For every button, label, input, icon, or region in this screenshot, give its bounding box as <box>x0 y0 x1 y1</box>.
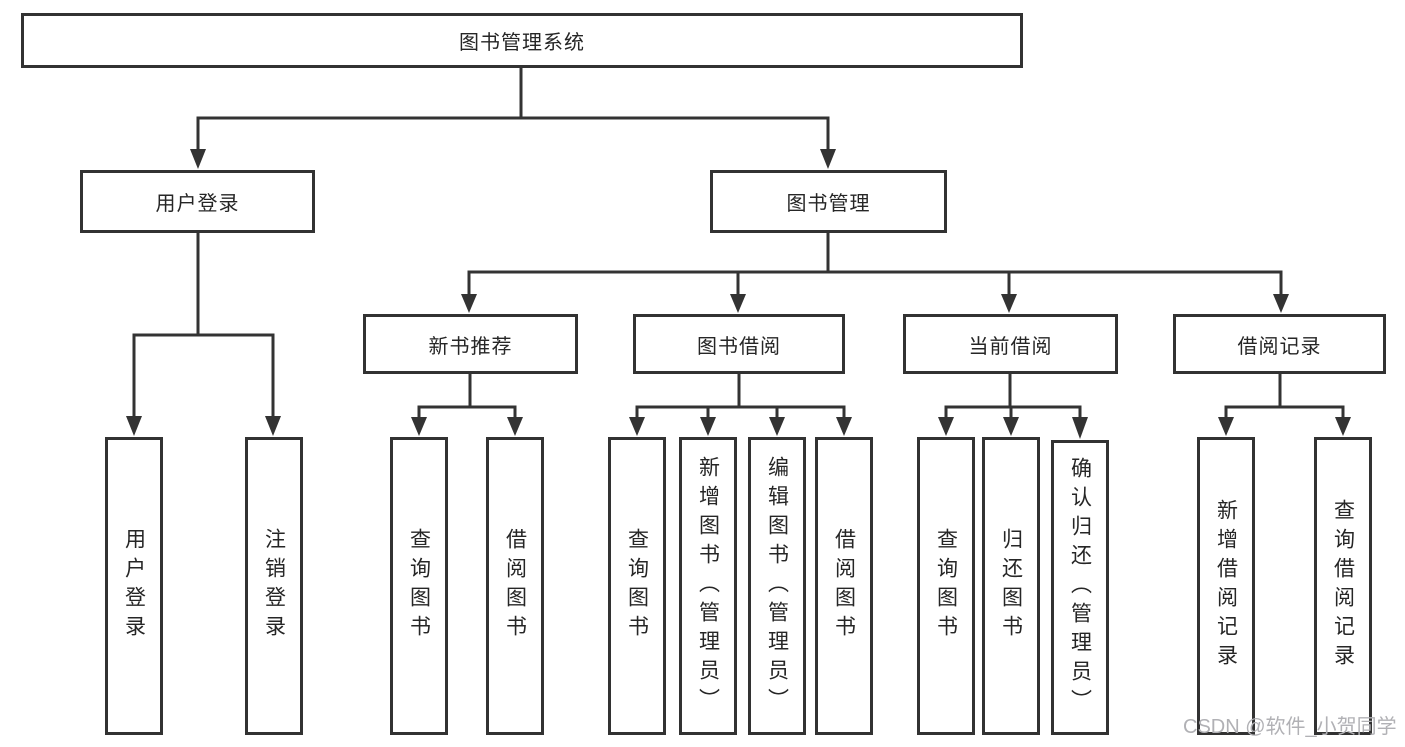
node-leaf-bor-borrow-book-label: 借阅图书 <box>832 528 856 644</box>
node-book-borrow: 图书借阅 <box>633 314 845 374</box>
node-leaf-bor-add-book-label: 新增图书（管理员） <box>696 455 720 717</box>
connector-book-borrow-children <box>629 374 852 436</box>
node-leaf-bor-edit-book: 编辑图书（管理员） <box>748 437 806 735</box>
connector-root-to-level2 <box>190 68 836 169</box>
node-book-mgmt-label: 图书管理 <box>786 193 871 215</box>
node-book-mgmt: 图书管理 <box>710 170 947 233</box>
node-leaf-cur-confirm-return: 确认归还（管理员） <box>1051 440 1109 735</box>
connector-book-mgmt-children <box>461 233 1289 313</box>
connector-new-book-rec-children <box>411 374 523 436</box>
node-leaf-bor-query-book-label: 查询图书 <box>625 528 649 644</box>
node-leaf-add-borrow-record: 新增借阅记录 <box>1197 437 1255 735</box>
node-root-label: 图书管理系统 <box>459 32 585 54</box>
node-current-borrow: 当前借阅 <box>903 314 1118 374</box>
node-new-book-rec: 新书推荐 <box>363 314 578 374</box>
node-leaf-cur-return-book: 归还图书 <box>982 437 1040 735</box>
connector-user-login-children <box>126 233 281 436</box>
node-leaf-user-login-label: 用户登录 <box>122 528 146 644</box>
node-user-login-label: 用户登录 <box>155 193 240 215</box>
node-leaf-rec-query-book: 查询图书 <box>390 437 448 735</box>
node-leaf-bor-borrow-book: 借阅图书 <box>815 437 873 735</box>
node-user-login: 用户登录 <box>80 170 315 233</box>
node-leaf-rec-borrow-book-label: 借阅图书 <box>503 528 527 644</box>
node-leaf-rec-borrow-book: 借阅图书 <box>486 437 544 735</box>
node-leaf-cur-query-book: 查询图书 <box>917 437 975 735</box>
node-current-borrow-label: 当前借阅 <box>968 335 1053 358</box>
node-leaf-add-borrow-record-label: 新增借阅记录 <box>1214 499 1238 673</box>
node-leaf-bor-edit-book-label: 编辑图书（管理员） <box>765 455 789 717</box>
node-leaf-logout: 注销登录 <box>245 437 303 735</box>
node-book-borrow-label: 图书借阅 <box>697 335 781 358</box>
csdn-watermark: CSDN @软件_小贺同学 <box>1183 716 1397 738</box>
node-leaf-query-borrow-record-label: 查询借阅记录 <box>1331 499 1355 673</box>
node-root: 图书管理系统 <box>21 13 1023 68</box>
connector-current-borrow-children <box>938 374 1088 439</box>
node-leaf-user-login: 用户登录 <box>105 437 163 735</box>
node-borrow-record-label: 借阅记录 <box>1237 335 1322 358</box>
node-leaf-cur-query-book-label: 查询图书 <box>934 528 958 644</box>
node-new-book-rec-label: 新书推荐 <box>428 335 513 358</box>
node-leaf-bor-add-book: 新增图书（管理员） <box>679 437 737 735</box>
node-leaf-rec-query-book-label: 查询图书 <box>407 528 431 644</box>
node-borrow-record: 借阅记录 <box>1173 314 1386 374</box>
node-leaf-logout-label: 注销登录 <box>262 528 286 644</box>
node-leaf-query-borrow-record: 查询借阅记录 <box>1314 437 1372 735</box>
node-leaf-cur-return-book-label: 归还图书 <box>999 528 1023 644</box>
connector-borrow-record-children <box>1218 374 1351 436</box>
node-leaf-bor-query-book: 查询图书 <box>608 437 666 735</box>
node-leaf-cur-confirm-return-label: 确认归还（管理员） <box>1068 457 1092 718</box>
